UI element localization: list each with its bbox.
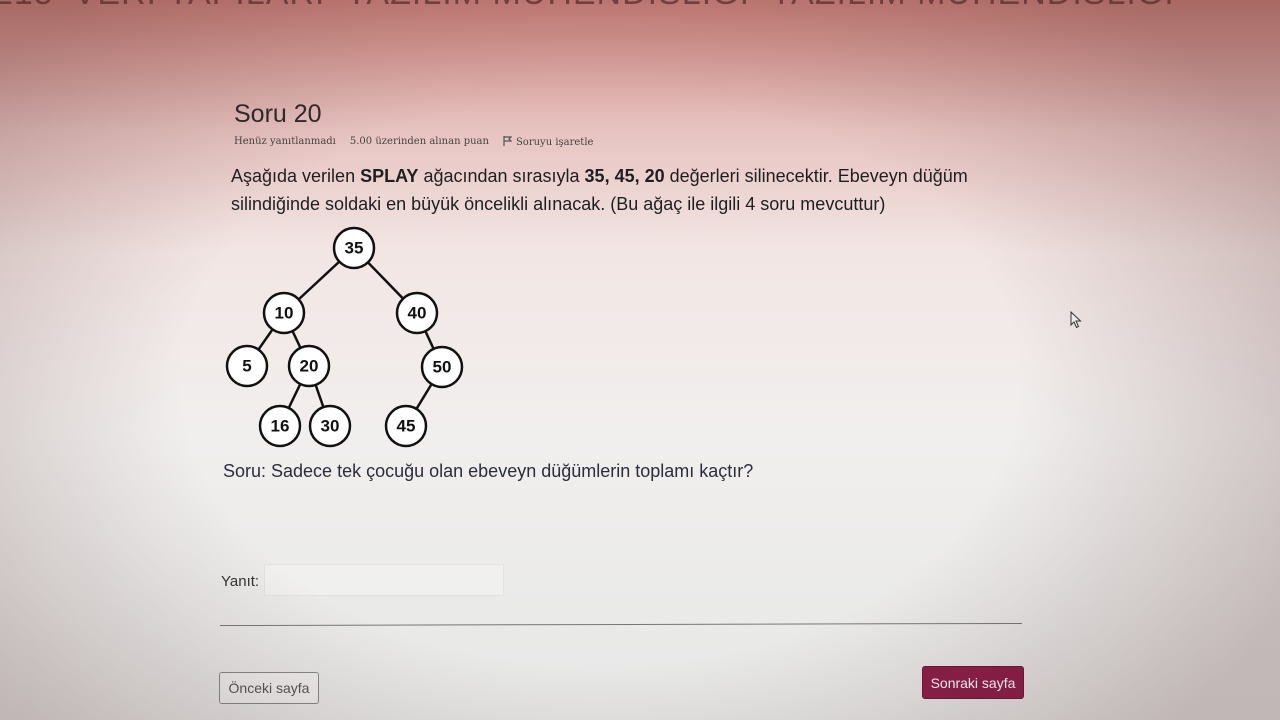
answer-label: Yanıt: (221, 573, 260, 590)
question-text-bold: SPLAY (360, 166, 419, 186)
question-info: Henüz yanıtlanmadı 5.00 üzerinden alınan… (234, 136, 593, 149)
tree-node-circles (225, 226, 464, 448)
tree-edges (245, 247, 444, 427)
flag-icon (503, 136, 513, 149)
question-text: Aşağıda verilen SPLAY ağacından sırasıyl… (231, 162, 1031, 218)
question-title: Soru 20 (234, 100, 322, 128)
question-text-part: değerleri silinecektir. Ebeveyn düğüm si… (231, 166, 968, 214)
mouse-pointer-icon (1070, 311, 1082, 329)
question-text-bold: 35, 45, 20 (584, 166, 665, 186)
answer-input[interactable] (264, 564, 504, 596)
tree-node-label: 40 (408, 304, 427, 323)
tree-node-label: 20 (300, 357, 319, 376)
tree-node-label: 30 (321, 417, 340, 436)
sub-question-text: Soru: Sadece tek çocuğu olan ebeveyn düğ… (223, 461, 754, 481)
next-page-button[interactable]: Sonraki sayfa (922, 666, 1024, 699)
question-status: Henüz yanıtlanmadı (234, 136, 336, 147)
tree-node-label: 50 (433, 358, 452, 377)
question-text-part: ağacından sırasıyla (418, 166, 585, 186)
tree-node-label: 10 (275, 304, 294, 323)
tree-node-label: 16 (271, 417, 290, 436)
question-text-part: Aşağıda verilen (231, 166, 361, 186)
tree-node-label: 45 (397, 417, 416, 436)
course-header: 215_VERI YAPILARI_YAZILIM MUHENDISLIGI_Y… (0, 0, 1280, 8)
flag-question-link[interactable]: Soruyu işaretle (503, 136, 594, 149)
tree-node-label: 5 (242, 357, 251, 376)
question-points: 5.00 üzerinden alınan puan (349, 136, 489, 147)
divider (220, 622, 1022, 627)
splay-tree-diagram: 35 10 40 5 20 50 16 30 45 (225, 226, 464, 448)
flag-label: Soruyu işaretle (515, 137, 594, 148)
tree-node-label: 35 (345, 239, 364, 258)
previous-page-button[interactable]: Önceki sayfa (219, 672, 319, 704)
